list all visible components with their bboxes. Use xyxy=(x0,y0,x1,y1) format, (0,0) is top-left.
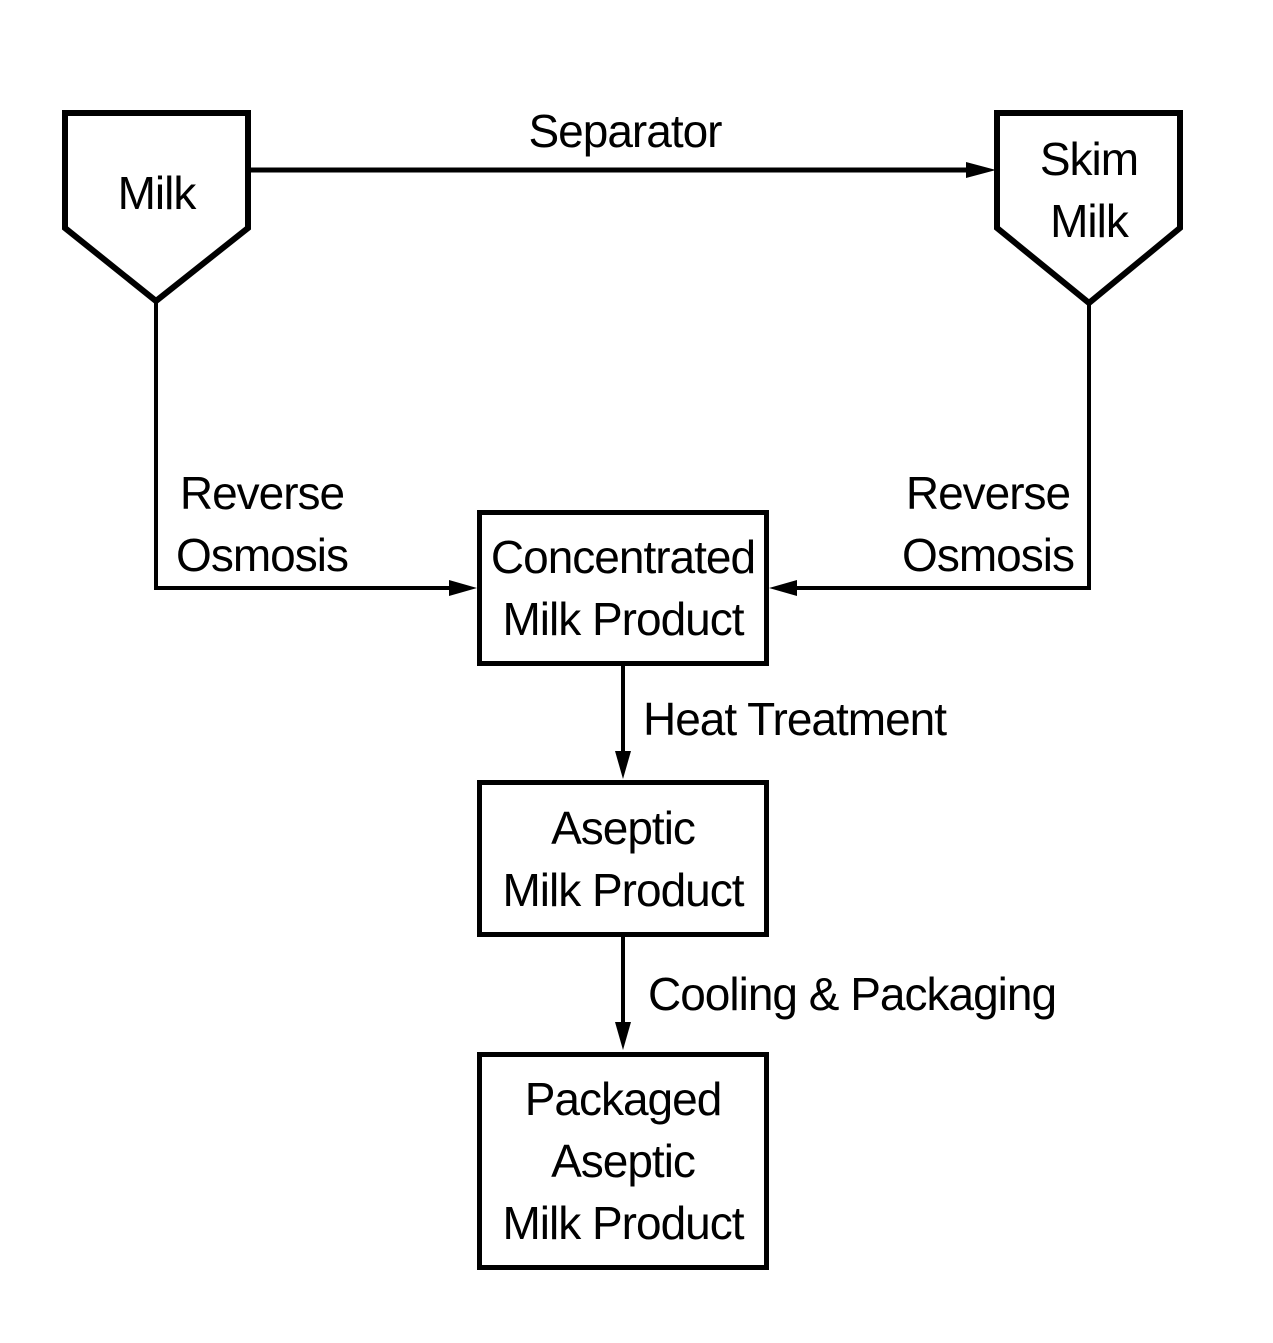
reverse-osmosis-left-line xyxy=(154,301,450,590)
edge-label-heat-treatment: Heat Treatment xyxy=(643,693,947,745)
reverse-osmosis-right-line xyxy=(796,303,1091,590)
node-milk: Milk xyxy=(65,162,248,224)
skim-milk-hopper-shape xyxy=(994,110,1183,307)
node-milk-label: Milk xyxy=(117,167,197,219)
node-packaged-aseptic-milk-product: Packaged Aseptic Milk Product xyxy=(477,1052,769,1270)
edge-label-reverse-osmosis-left-line1: Reverse xyxy=(179,467,345,519)
edge-label-cooling-packaging: Cooling & Packaging xyxy=(648,968,1057,1020)
node-packaged-label-line3: Milk Product xyxy=(502,1197,744,1249)
node-packaged-label-line1: Packaged xyxy=(524,1073,723,1125)
heat-treatment-arrowhead xyxy=(615,751,631,779)
node-aseptic-milk-product: Aseptic Milk Product xyxy=(477,780,769,937)
cooling-packaging-arrowhead xyxy=(615,1022,631,1050)
reverse-osmosis-right-arrowhead xyxy=(769,580,797,596)
node-concentrated-label-line1: Concentrated xyxy=(490,531,756,583)
edge-label-reverse-osmosis-right: Reverse Osmosis xyxy=(838,462,1138,586)
edge-label-reverse-osmosis-left: Reverse Osmosis xyxy=(112,462,412,586)
node-skim-milk-label-line2: Milk xyxy=(1050,195,1129,247)
node-aseptic-label-line1: Aseptic xyxy=(551,801,696,854)
node-aseptic-label-line2: Milk Product xyxy=(502,863,744,916)
milk-hopper-shape xyxy=(62,110,251,305)
node-concentrated-label-line2: Milk Product xyxy=(502,593,744,645)
edge-label-separator: Separator xyxy=(528,105,722,157)
edge-label-reverse-osmosis-left-line2: Osmosis xyxy=(176,529,349,581)
node-packaged-label-line2: Aseptic xyxy=(551,1135,696,1187)
node-skim-milk: Skim Milk xyxy=(997,128,1181,252)
edge-label-reverse-osmosis-right-line2: Osmosis xyxy=(902,529,1075,581)
node-concentrated-milk-product: Concentrated Milk Product xyxy=(477,510,769,666)
edge-label-reverse-osmosis-right-line1: Reverse xyxy=(905,467,1071,519)
node-skim-milk-label-line1: Skim xyxy=(1039,133,1139,185)
separator-arrowhead xyxy=(966,162,996,178)
reverse-osmosis-left-arrowhead xyxy=(449,580,477,596)
